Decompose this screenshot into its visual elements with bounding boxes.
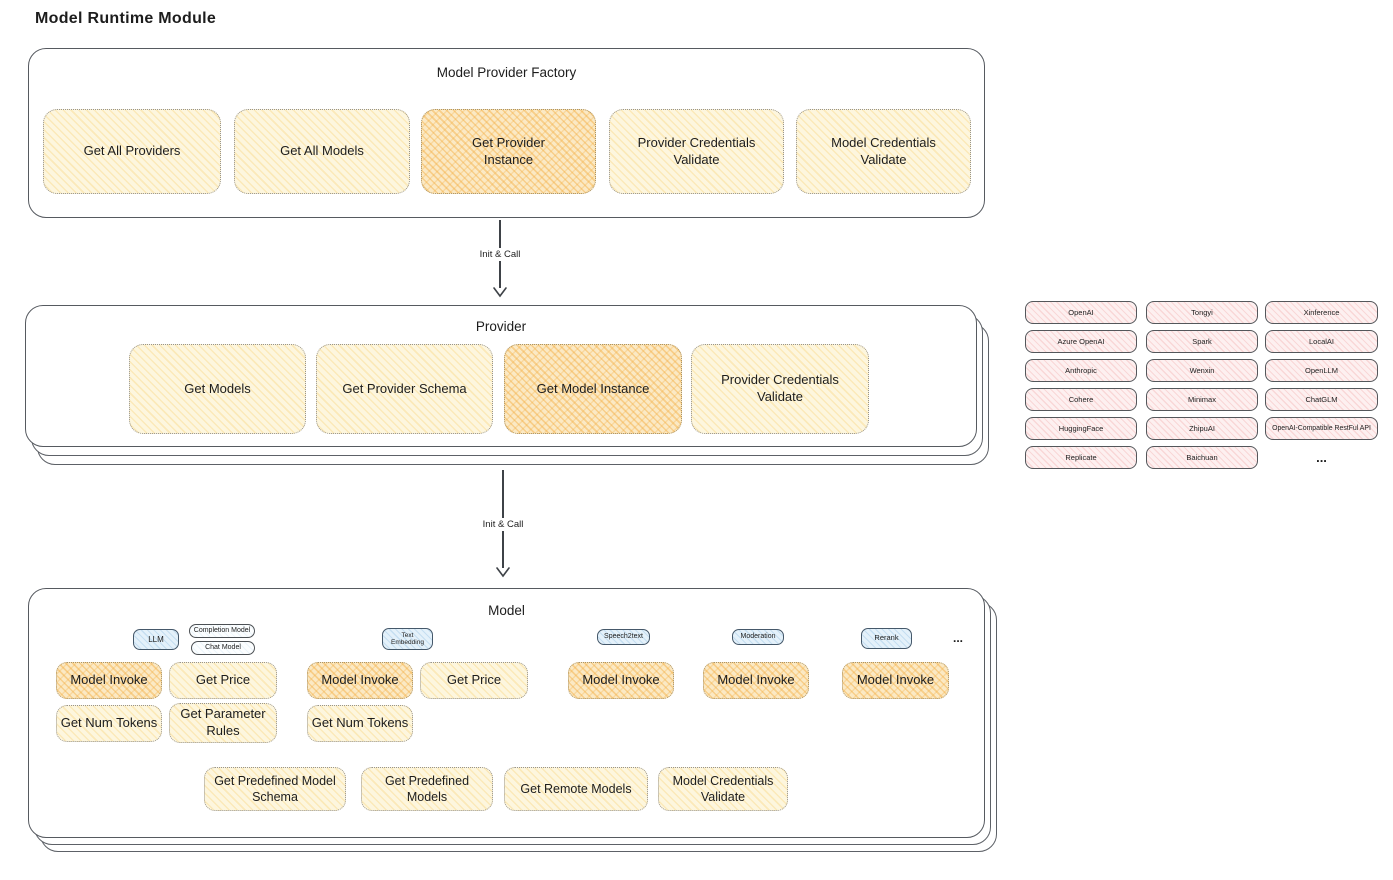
model-node-moderation-model-invoke: Model Invoke	[703, 662, 809, 699]
model-node-llm-get-price: Get Price	[169, 662, 277, 699]
init-call-arrow-1-label: Init & Call	[474, 248, 526, 261]
model-node-llm-model-invoke: Model Invoke	[56, 662, 162, 699]
factory-node-get-provider-instance: Get Provider Instance	[421, 109, 596, 194]
provider-grid-item-spark: Spark	[1146, 330, 1258, 353]
provider-grid-item-openai: OpenAI	[1025, 301, 1137, 324]
provider-grid-item-chatglm: ChatGLM	[1265, 388, 1378, 411]
provider-grid-item-localai: LocalAI	[1265, 330, 1378, 353]
provider-title: Provider	[475, 319, 527, 334]
provider-node-provider-credentials-validate: Provider Credentials Validate	[691, 344, 869, 434]
factory-box: Model Provider Factory Get All Providers…	[28, 48, 985, 218]
provider-grid-item-minimax: Minimax	[1146, 388, 1258, 411]
provider-box: Provider Get Models Get Provider Schema …	[25, 305, 977, 447]
model-node-model-credentials-validate: Model Credentials Validate	[658, 767, 788, 811]
provider-grid-item-cohere: Cohere	[1025, 388, 1137, 411]
provider-node-get-model-instance: Get Model Instance	[504, 344, 682, 434]
tag-rerank: Rerank	[861, 628, 912, 649]
provider-grid-item-azure-openai: Azure OpenAI	[1025, 330, 1137, 353]
model-node-get-predefined-model-schema: Get Predefined Model Schema	[204, 767, 346, 811]
model-node-embedding-get-price: Get Price	[420, 662, 528, 699]
model-node-get-remote-models: Get Remote Models	[504, 767, 648, 811]
provider-grid-more: ...	[1316, 450, 1327, 465]
tag-completion-model: Completion Model	[189, 624, 255, 638]
factory-node-get-all-models: Get All Models	[234, 109, 410, 194]
diagram-title: Model Runtime Module	[35, 10, 217, 27]
model-node-rerank-model-invoke: Model Invoke	[842, 662, 949, 699]
model-node-get-predefined-models: Get Predefined Models	[361, 767, 493, 811]
model-node-llm-get-parameter-rules: Get Parameter Rules	[169, 703, 277, 743]
tag-chat-model: Chat Model	[191, 641, 255, 655]
provider-node-get-models: Get Models	[129, 344, 306, 434]
provider-grid-item-baichuan: Baichuan	[1146, 446, 1258, 469]
provider-grid-item-huggingface: HuggingFace	[1025, 417, 1137, 440]
tag-speech2text: Speech2text	[597, 629, 650, 645]
init-call-arrow-2-head	[496, 567, 510, 578]
provider-node-get-provider-schema: Get Provider Schema	[316, 344, 493, 434]
tag-moderation: Moderation	[732, 629, 784, 645]
tags-more: ...	[952, 631, 963, 645]
model-node-speech2text-model-invoke: Model Invoke	[568, 662, 674, 699]
provider-grid-item-zhipuai: ZhipuAI	[1146, 417, 1258, 440]
factory-title: Model Provider Factory	[436, 65, 577, 80]
model-node-embedding-model-invoke: Model Invoke	[307, 662, 413, 699]
factory-node-model-credentials-validate: Model Credentials Validate	[796, 109, 971, 194]
provider-grid-item-xinference: Xinference	[1265, 301, 1378, 324]
provider-grid-item-anthropic: Anthropic	[1025, 359, 1137, 382]
provider-grid-item-replicate: Replicate	[1025, 446, 1137, 469]
model-box: Model LLM Completion Model Chat Model Te…	[28, 588, 985, 838]
provider-grid-item-wenxin: Wenxin	[1146, 359, 1258, 382]
provider-grid-item-tongyi: Tongyi	[1146, 301, 1258, 324]
tag-text-embedding: Text Embedding	[382, 628, 433, 650]
init-call-arrow-1-head	[493, 287, 507, 298]
model-node-llm-get-num-tokens: Get Num Tokens	[56, 705, 162, 742]
tag-llm: LLM	[133, 629, 179, 650]
model-title: Model	[488, 603, 525, 618]
provider-grid-item-openai-compatible-restful-api: OpenAI-Compatible RestFul API	[1265, 417, 1378, 440]
factory-node-get-all-providers: Get All Providers	[43, 109, 221, 194]
init-call-arrow-2-label: Init & Call	[477, 518, 529, 531]
provider-grid-item-openllm: OpenLLM	[1265, 359, 1378, 382]
model-node-embedding-get-num-tokens: Get Num Tokens	[307, 705, 413, 742]
factory-node-provider-credentials-validate: Provider Credentials Validate	[609, 109, 784, 194]
